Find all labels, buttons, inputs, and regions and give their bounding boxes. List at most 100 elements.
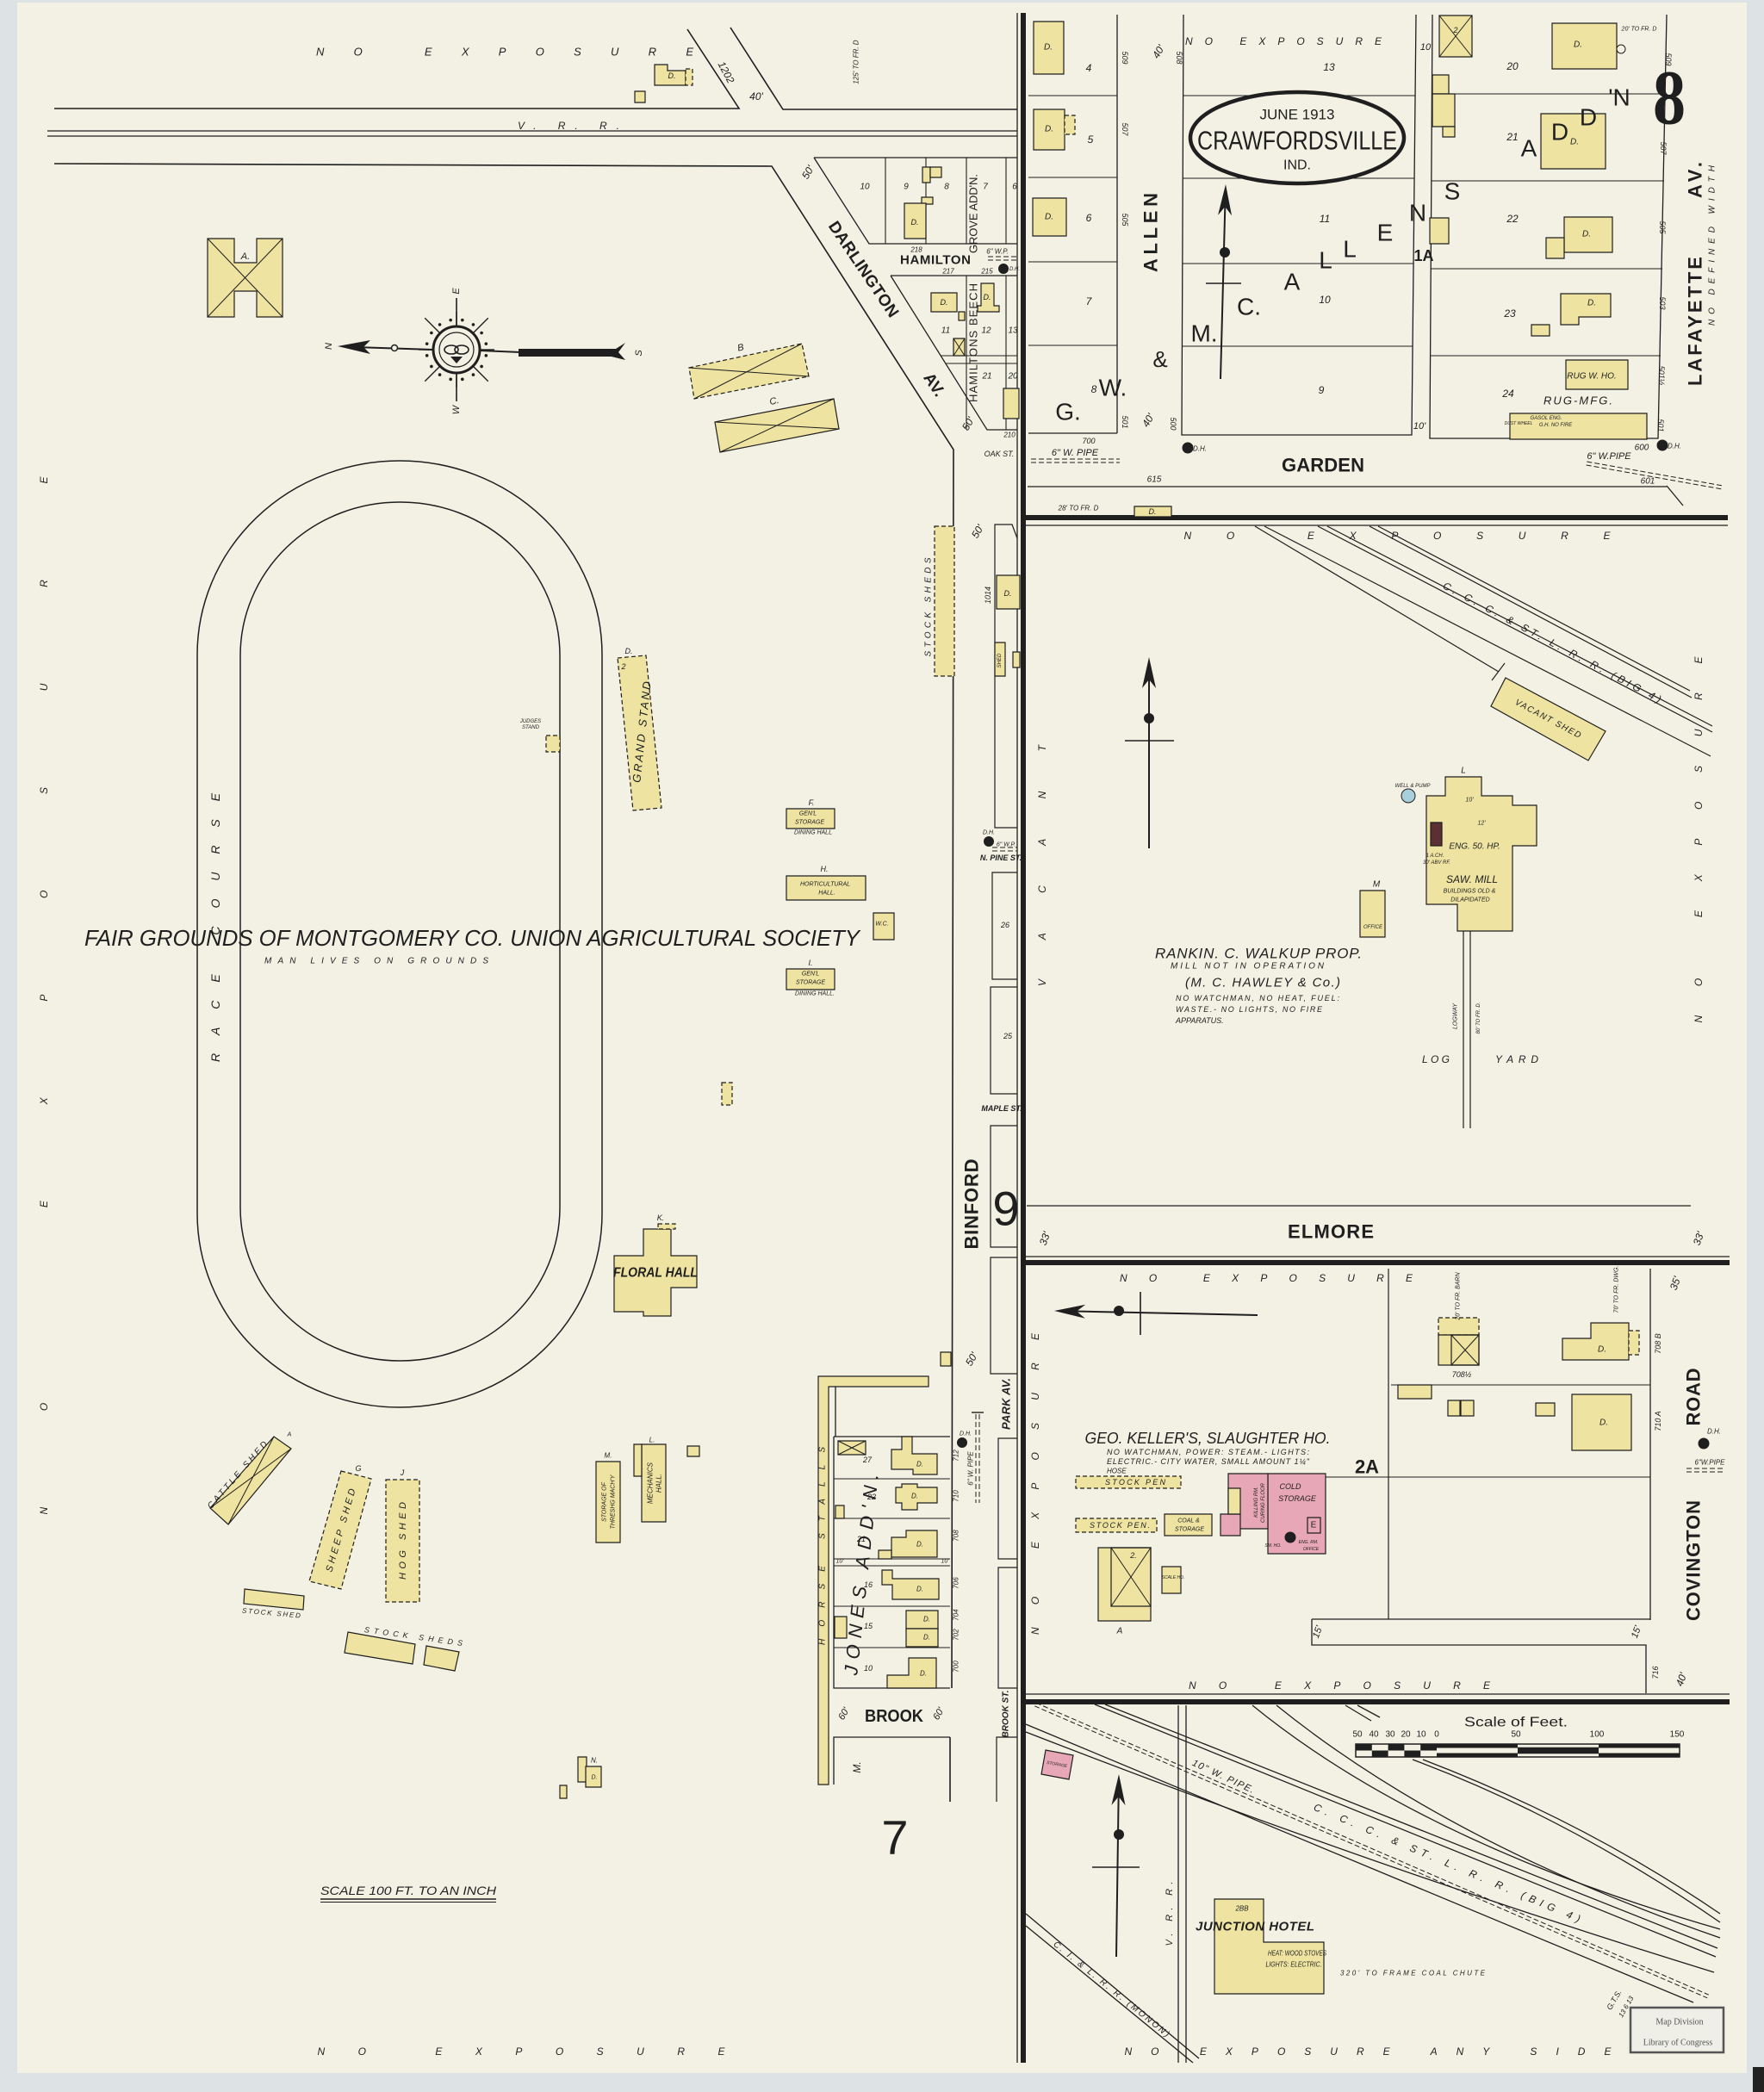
mechanics-hall [641,1443,667,1523]
building-outline [595,1461,621,1543]
label-d: D. [916,1461,923,1468]
hydrant-icon [1182,442,1194,454]
label-a: A [1116,1627,1123,1636]
scale-bar-title: Scale of Feet. [1464,1716,1568,1730]
building-outline [1509,413,1648,440]
label-h: H. [821,865,829,873]
building-outline [1430,822,1443,847]
horse-stalls [817,1375,929,1785]
title-cartouche: JUNE 1913 CRAWFORDSVILLE IND. [1188,90,1407,186]
compass-spike [473,366,489,382]
shed-c [714,398,840,453]
label-40: 40' [1674,1671,1690,1688]
allen-block-1-outline [1181,14,1417,436]
binford-east-lot [990,1125,1017,1248]
building-outline [886,1657,937,1689]
label-grove-add-n: GROVE ADD'N. [967,174,980,253]
scale-bar-segment [1599,1744,1680,1748]
building-outline [634,90,646,103]
label-25: 25 [1003,1032,1013,1040]
scale-bar-segment [1437,1744,1518,1748]
north-arrow-icon [1125,657,1174,848]
label-12: 12' [1477,821,1486,827]
label-l: L [1461,767,1466,776]
label-1a: 1A [1413,247,1433,264]
label-hog-shed: HOG SHED [398,1502,408,1580]
compass-dot [438,373,442,376]
label-708: 708 [953,1530,960,1542]
dwelling [891,1436,938,1475]
label-eng-50-hp: ENG. 50. HP. [1449,842,1500,852]
label-hose: HOSE [1107,1468,1127,1475]
label-218: 218 [910,246,922,254]
label-covington: COVINGTON [1683,1500,1705,1621]
label-10: 10 [1319,294,1331,306]
water-pipe-hamilton [988,256,1017,261]
scale-bar-cell [1404,1750,1421,1757]
building-outline [617,655,662,811]
label-9: 9 [904,183,909,192]
building-outline [1214,1898,1325,1995]
building-outline [1359,890,1386,938]
building-outline [1562,1322,1630,1361]
scale-tick-label: 40 [1369,1730,1379,1740]
outbuilding [1442,126,1456,138]
outbuilding [1003,388,1020,419]
label-509: 509 [1121,51,1129,64]
label-killing-rm: KILLING RM. [1254,1487,1259,1518]
label-m: M [1373,880,1381,890]
label-5: 5 [1088,133,1094,146]
cross-mark-icon [227,1436,275,1525]
compass-dot [480,331,483,335]
label-d: D. [923,1634,930,1642]
label-gen-l: GEN'L [802,972,820,978]
label-cold: COLD [1279,1482,1301,1491]
label-rug-w-ho: RUG W. HO. [1567,372,1616,382]
railroad-track [1377,525,1691,692]
big-four-track [1025,1731,1715,1973]
label-35: 35' [1668,1275,1684,1292]
hydrant-icon [957,1437,967,1448]
label-shed: SHED [997,653,1003,667]
building-outline [930,292,958,313]
mill-office [1359,890,1386,938]
label-lights-electric: LIGHTS: ELECTRIC. [1266,1961,1322,1969]
building-outline [1447,1400,1461,1417]
label-a: A [1521,135,1537,162]
label-log: LOG [1422,1053,1450,1065]
scale-bar-cell [1388,1744,1405,1751]
label-210: 210 [1003,431,1016,439]
cross-mark-icon [953,338,966,357]
building-outline [905,1610,939,1630]
saw-mill [1425,776,1537,932]
sheep-shed [308,1470,372,1590]
big-four-track [1252,1704,1721,1930]
dwelling-wing [1545,237,1565,259]
arrow-dot [1144,713,1154,723]
label-28-to-fr-d: 28' TO FR. D [1058,505,1099,512]
label-d: D. [1582,230,1591,239]
north-arrow-icon [1054,1292,1258,1335]
label-23: 23 [1503,307,1516,320]
building-outline [1628,1330,1640,1356]
cross-mark-icon [209,1448,292,1509]
shed [994,642,1006,677]
label-15: 15' [1630,1623,1643,1639]
label-710-a: 710 A [1654,1411,1662,1431]
label-d: D [1580,104,1597,131]
hydrant-icon [1698,1437,1710,1450]
label-2bb: 2BB [1234,1905,1249,1913]
label-park-av: PARK AV. [1000,1378,1013,1430]
dwelling [1560,293,1612,326]
scale-house [1161,1566,1182,1594]
label-215: 215 [980,268,993,276]
building-outline [1545,237,1565,259]
slaughter-house-frame-part [1227,1487,1241,1515]
label-l: L [1343,236,1357,263]
label-33: 33' [1037,1230,1053,1247]
label-40: 40' [749,90,763,102]
building-outline [878,1549,892,1560]
